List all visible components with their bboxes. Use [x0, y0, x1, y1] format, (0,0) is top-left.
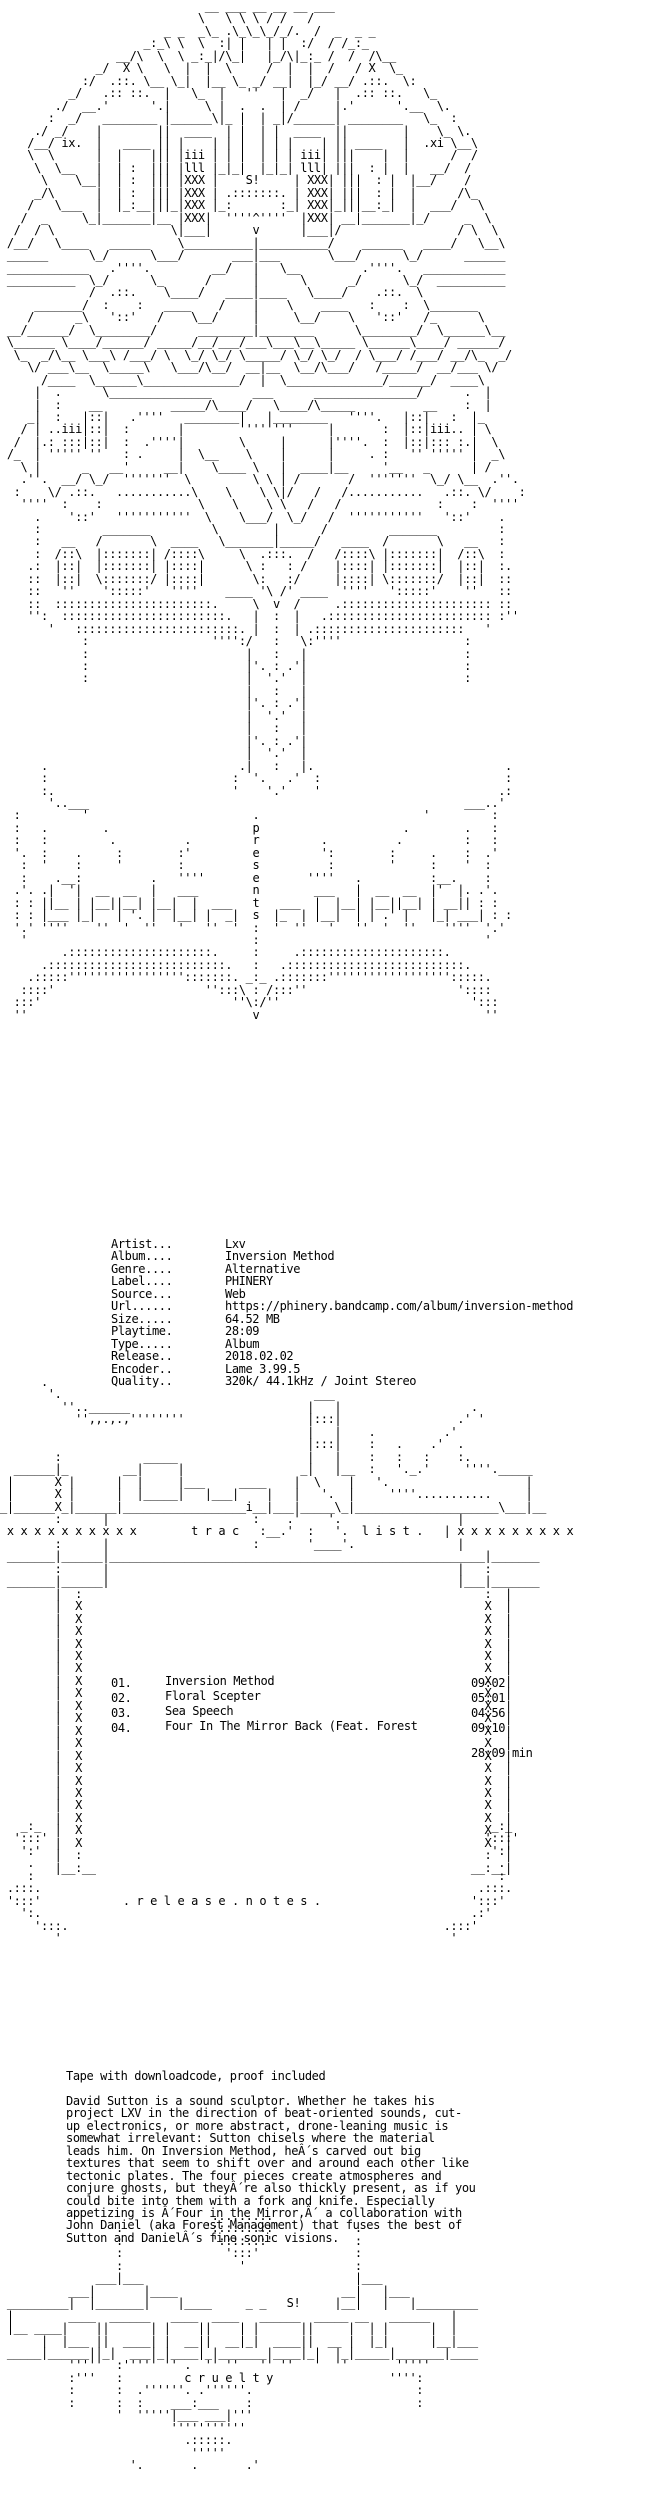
- note-line: tectonic plates. The four pieces create …: [66, 2168, 442, 2183]
- note-line: could bite into them with a fork and kni…: [66, 2193, 435, 2208]
- info-row-source: Source...Web: [111, 1286, 246, 1301]
- note-line: David Sutton is a sound sculptor. Whethe…: [66, 2093, 435, 2108]
- tracklist-ascii-art: . '. ___ ''..______ | | . '',,.,.,''''''…: [0, 1375, 574, 1875]
- note-line: John Daniel (aka Forest Management) that…: [66, 2218, 462, 2233]
- note-line: project LXV in the direction of beat-ori…: [66, 2106, 462, 2121]
- nfo-header-ascii-art: __ ___ __ __ __ ___ \ \ \ \ / / / _ _ _\…: [6, 0, 526, 1022]
- info-row-encoder: Encoder..Lame 3.99.5: [111, 1361, 301, 1376]
- url-text: https://phinery.bandcamp.com/album/inver…: [225, 1299, 574, 1314]
- info-row-playtime: Playtime.28:09: [111, 1324, 260, 1339]
- note-line: leads him. On Inversion Method, heÂ´s ca…: [66, 2143, 421, 2158]
- note-line: up electronics, or more abstract, drone-…: [66, 2118, 449, 2133]
- info-row-album: Album....Inversion Method: [111, 1249, 335, 1264]
- footer-ascii-art: ......... . ':::::::::' . : ':::::::' : …: [6, 2209, 478, 2473]
- info-row-url: Url......https://phinery.bandcamp.com/al…: [111, 1299, 574, 1314]
- note-line: somewhat irrelevant: Sutton chisels wher…: [66, 2131, 435, 2146]
- info-row-genre: Genre....Alternative: [111, 1261, 301, 1276]
- track-row: 04.Four In The Mirror Back (Feat. Forest…: [111, 1719, 506, 1736]
- info-row-artist: Artist...Lxv: [111, 1237, 246, 1251]
- info-row-label: Label....PHINERY: [111, 1274, 273, 1289]
- note-line: Tape with downloadcode, proof included: [66, 2069, 326, 2083]
- total-playtime: 28:09 min: [471, 1746, 533, 1761]
- note-line: appetizing is Â´Four in the Mirror,Â´ a …: [66, 2205, 462, 2220]
- release-notes-ascii-art: _:_ _:_ ':::' ':::' ':': [6, 1819, 519, 1946]
- info-row-type: Type.....Album: [111, 1336, 260, 1351]
- info-row-quality: Quality..320k/ 44.1kHz / Joint Stereo: [111, 1373, 417, 1388]
- info-row-size: Size.....64.52 MB: [111, 1311, 280, 1326]
- info-row-release: Release..2018.02.02: [111, 1349, 294, 1364]
- note-line: Sutton and DanielÂ´s fine sonic visions.: [66, 2230, 339, 2245]
- note-line: conjure ghosts, but theyÂ´re also thickl…: [66, 2181, 476, 2196]
- note-line: textures that seem to shift over and aro…: [66, 2156, 469, 2171]
